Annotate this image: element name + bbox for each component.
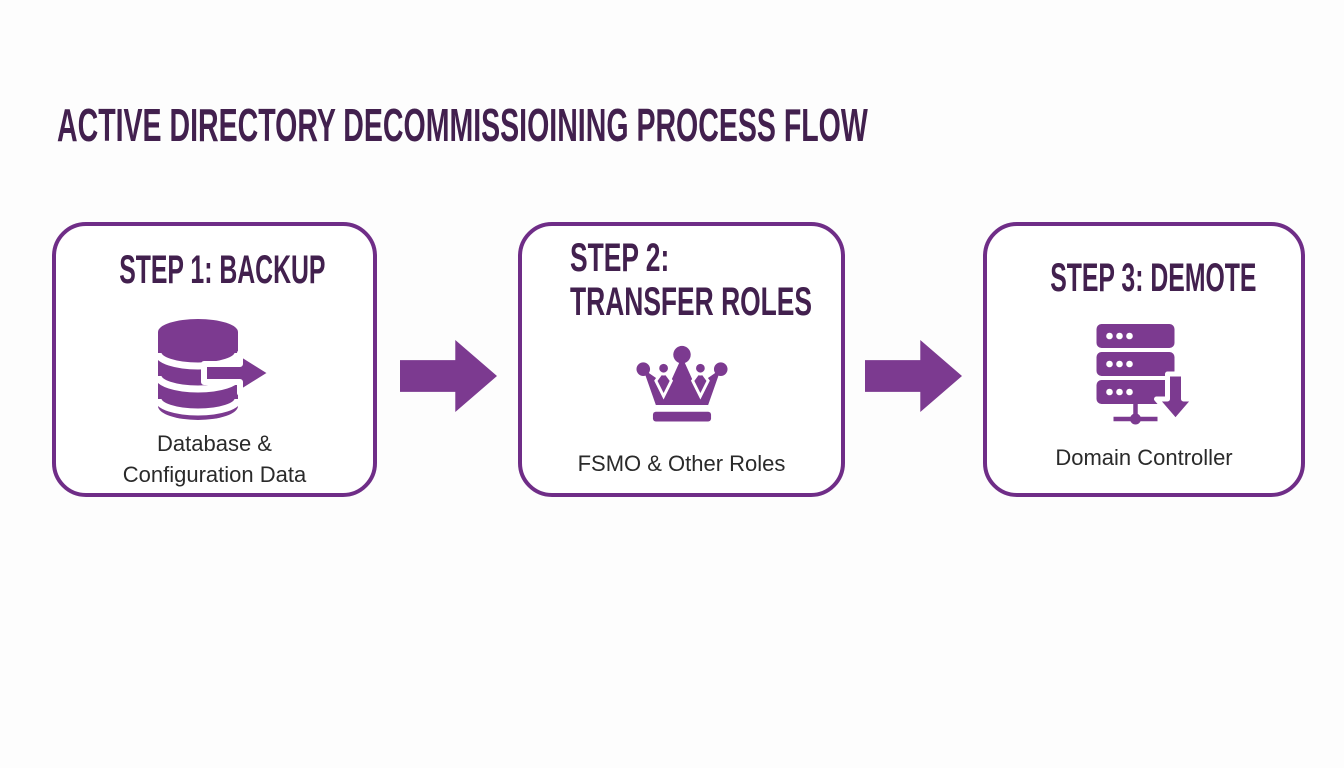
step-2-box: STEP 2: TRANSFER ROLES FSMO & Other Role… <box>518 222 845 497</box>
step-1-caption: Database & Configuration Data <box>56 428 373 490</box>
step-2-icon-wrap <box>623 344 741 441</box>
step-1-box: STEP 1: BACKUP Database & Configuration … <box>52 222 377 497</box>
step-2-caption-line1: FSMO & Other Roles <box>577 451 786 476</box>
step-3-heading-line1: STEP 3: DEMOTE <box>1050 256 1257 300</box>
step-3-heading: STEP 3: DEMOTE <box>987 256 1301 300</box>
step-1-caption-line2: Configuration Data <box>122 462 307 487</box>
page-title: ACTIVE DIRECTORY DECOMMISSIOINING PROCES… <box>57 98 1344 152</box>
step-1-heading-line1: STEP 1: BACKUP <box>119 248 326 292</box>
crown-icon <box>635 345 728 422</box>
step-1-heading: STEP 1: BACKUP <box>56 248 373 292</box>
step-2-heading-line1: STEP 2: <box>570 236 670 280</box>
step-3-caption: Domain Controller <box>987 442 1301 473</box>
step-2-caption: FSMO & Other Roles <box>522 448 841 479</box>
step-3-icon-wrap <box>1087 322 1202 439</box>
database-export-icon <box>154 319 275 420</box>
step-2-heading: STEP 2: TRANSFER ROLES <box>570 236 937 324</box>
server-demote-icon <box>1096 324 1197 425</box>
block-arrow-right-icon <box>400 340 497 412</box>
step-2-heading-line2: TRANSFER ROLES <box>570 280 813 324</box>
step-1-caption-line1: Database & <box>157 431 272 456</box>
step-1-icon-wrap <box>150 316 280 429</box>
block-arrow-right-icon <box>865 340 962 412</box>
step-3-box: STEP 3: DEMOTE Do <box>983 222 1305 497</box>
page-title-text: ACTIVE DIRECTORY DECOMMISSIOINING PROCES… <box>57 99 868 151</box>
step-3-caption-line1: Domain Controller <box>1055 445 1233 470</box>
